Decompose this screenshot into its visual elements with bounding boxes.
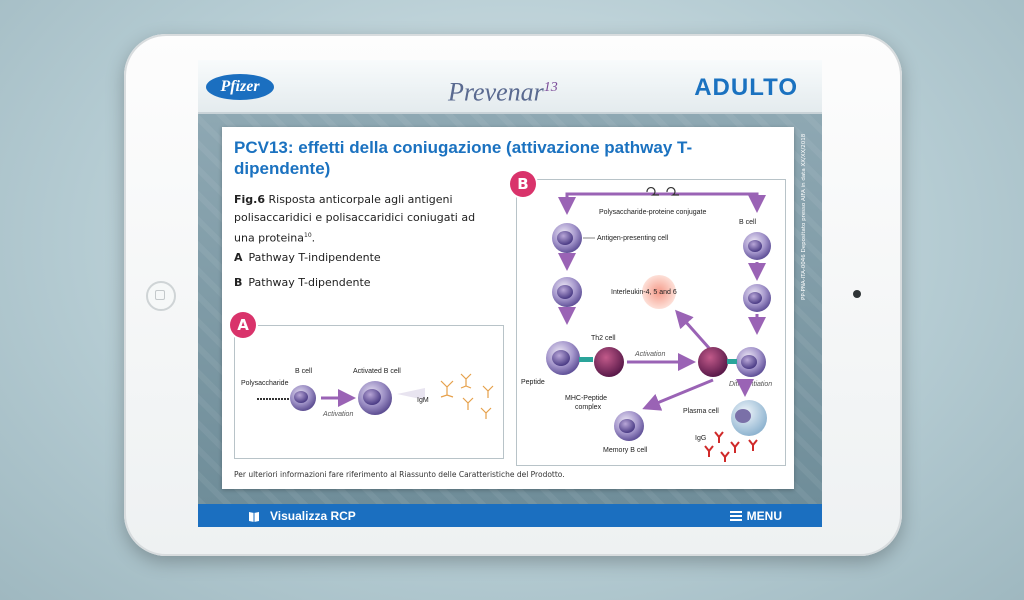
legend-item-b: B Pathway T-dipendente (234, 276, 371, 289)
label-peptide: Peptide (521, 379, 545, 386)
app-screen: Pfizer Prevenar13 ADULTO PCV13: effetti … (198, 60, 822, 527)
label-polysaccharide: Polysaccharide (241, 380, 289, 387)
label-activated-b-cell: Activated B cell (353, 368, 401, 375)
label-igm: IgM (417, 397, 429, 404)
label-interleukin: Interleukin-4, 5 and 6 (611, 289, 677, 296)
conjugate-icons (646, 186, 679, 196)
arrow-to-memory (642, 378, 714, 411)
label-b-cell-a: B cell (295, 368, 313, 375)
legend-key-a: A (234, 251, 243, 264)
label-th2: Th2 cell (591, 335, 616, 342)
diagram-a: Polysaccharide B cell Activation Activat… (241, 368, 494, 419)
panel-b: Polysaccharide-proteine conjugate Antige… (516, 179, 786, 466)
secretion-arrow (397, 388, 425, 400)
book-icon (249, 511, 259, 522)
label-igg: IgG (695, 435, 706, 442)
legend-text-a: Pathway T-indipendente (248, 251, 381, 264)
label-complex: complex (575, 404, 602, 411)
figure-reference: 10 (304, 232, 312, 239)
audience-label: ADULTO (694, 74, 798, 101)
mhc-bridge (727, 359, 737, 364)
pfizer-logo[interactable]: Pfizer (206, 74, 274, 100)
b-cell-b-1-nucleus (748, 240, 762, 252)
menu-button[interactable]: MENU (729, 504, 782, 527)
legend-key-b: B (234, 276, 243, 289)
panel-a: Polysaccharide B cell Activation Activat… (234, 325, 504, 459)
apc-cell-2-nucleus (557, 285, 573, 299)
prevenar-logo-text: Prevenar (448, 77, 544, 107)
legend-text-b: Pathway T-dipendente (248, 276, 371, 289)
badge-b: B (510, 171, 536, 197)
figure-label: Fig.6 (234, 193, 265, 206)
activated-b-cell-b-nucleus (741, 355, 757, 369)
badge-a: A (230, 312, 256, 338)
activated-b-cell-nucleus (363, 389, 381, 405)
label-plasma: Plasma cell (683, 408, 719, 415)
rcp-label: Visualizza RCP (270, 508, 356, 523)
apc-cell-1-nucleus (557, 231, 573, 245)
legend-item-a: A Pathway T-indipendente (234, 251, 381, 264)
camera-icon (853, 290, 861, 298)
bottom-bar: Visualizza RCP MENU (198, 504, 822, 527)
th2-cell-2 (698, 347, 728, 377)
igm-antibodies (440, 373, 494, 419)
mhc-peptide-complex (579, 357, 593, 362)
prevenar-logo[interactable]: Prevenar13 (448, 74, 558, 106)
bracket-conjugate (565, 192, 766, 213)
label-mhc: MHC-Peptide (565, 395, 607, 402)
figure-caption: Fig.6 Risposta anticorpale agli antigeni… (234, 193, 476, 245)
label-conjugate: Polysaccharide-proteine conjugate (599, 209, 707, 216)
footnote: Per ulteriori informazioni fare riferime… (234, 470, 565, 479)
interleukin-cloud (642, 275, 676, 309)
plasma-cell-nucleus (735, 409, 751, 423)
side-note: PP-PNA-ITA-0046 Depositato presso AIFA i… (801, 133, 807, 300)
igg-antibodies (704, 431, 758, 462)
visualizza-rcp-button[interactable]: Visualizza RCP (248, 504, 356, 527)
label-apc: Antigen-presenting cell (597, 235, 669, 242)
label-b-cell-b: B cell (739, 219, 757, 226)
prevenar-logo-sup: 13 (543, 80, 558, 95)
home-button[interactable] (146, 281, 176, 311)
b-cell-a-nucleus (294, 391, 308, 403)
b-cell-b-2-nucleus (748, 292, 762, 304)
menu-label: MENU (746, 508, 782, 523)
label-memory: Memory B cell (603, 447, 648, 454)
slide-title: PCV13: effetti della coniugazione (attiv… (234, 138, 693, 178)
hamburger-icon (729, 510, 742, 521)
header: Pfizer Prevenar13 ADULTO (198, 60, 822, 114)
memory-b-cell-nucleus (619, 419, 635, 433)
label-differentiation: Differentiation (729, 381, 772, 388)
label-activation-b: Activation (634, 351, 665, 358)
figure-caption-text: Risposta anticorpale agli antigeni polis… (234, 193, 476, 245)
label-activation-a: Activation (322, 411, 353, 418)
slide-card: PCV13: effetti della coniugazione (attiv… (222, 127, 794, 489)
th2-cell (594, 347, 624, 377)
diagram-b: Polysaccharide-proteine conjugate Antige… (521, 186, 772, 462)
arrow-to-interleukin (675, 309, 711, 349)
apc-cell-3-nucleus (552, 350, 570, 366)
